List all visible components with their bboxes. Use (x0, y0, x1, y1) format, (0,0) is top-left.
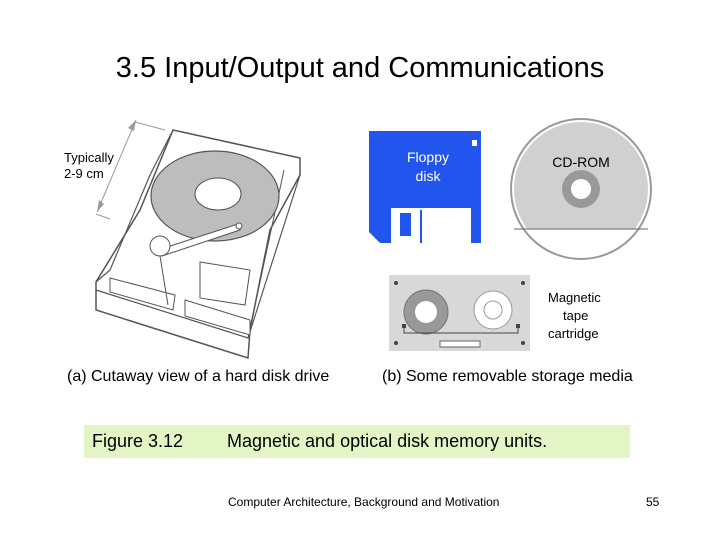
hdd-size-label-line2: 2-9 cm (64, 166, 104, 181)
floppy-disk-drawing (369, 131, 481, 243)
floppy-label-line2: disk (416, 168, 442, 184)
tape-label-line2: tape (563, 308, 588, 323)
floppy-label-line1: Floppy (407, 149, 449, 165)
media-caption: (b) Some removable storage media (382, 368, 633, 385)
storage-figure: Typically 2-9 cm Floppy disk CD-ROM (64, 118, 652, 360)
cdrom-label: CD-ROM (552, 154, 610, 170)
hdd-size-label-line1: Typically (64, 150, 114, 165)
slide-footer: Computer Architecture, Background and Mo… (228, 495, 500, 509)
tape-label-line3: cartridge (548, 326, 599, 341)
hard-disk-drawing (95, 119, 301, 360)
figure-caption-box: Figure 3.12 Magnetic and optical disk me… (84, 425, 630, 458)
cdrom-drawing (510, 118, 652, 260)
slide-title: 3.5 Input/Output and Communications (115, 52, 605, 84)
figure-caption-text: Magnetic and optical disk memory units. (227, 431, 548, 451)
tape-cartridge-drawing (389, 275, 530, 351)
hdd-caption: (a) Cutaway view of a hard disk drive (67, 368, 330, 385)
page-number: 55 (646, 495, 660, 509)
figure-number: Figure 3.12 (92, 431, 184, 451)
tape-label-line1: Magnetic (548, 290, 601, 305)
